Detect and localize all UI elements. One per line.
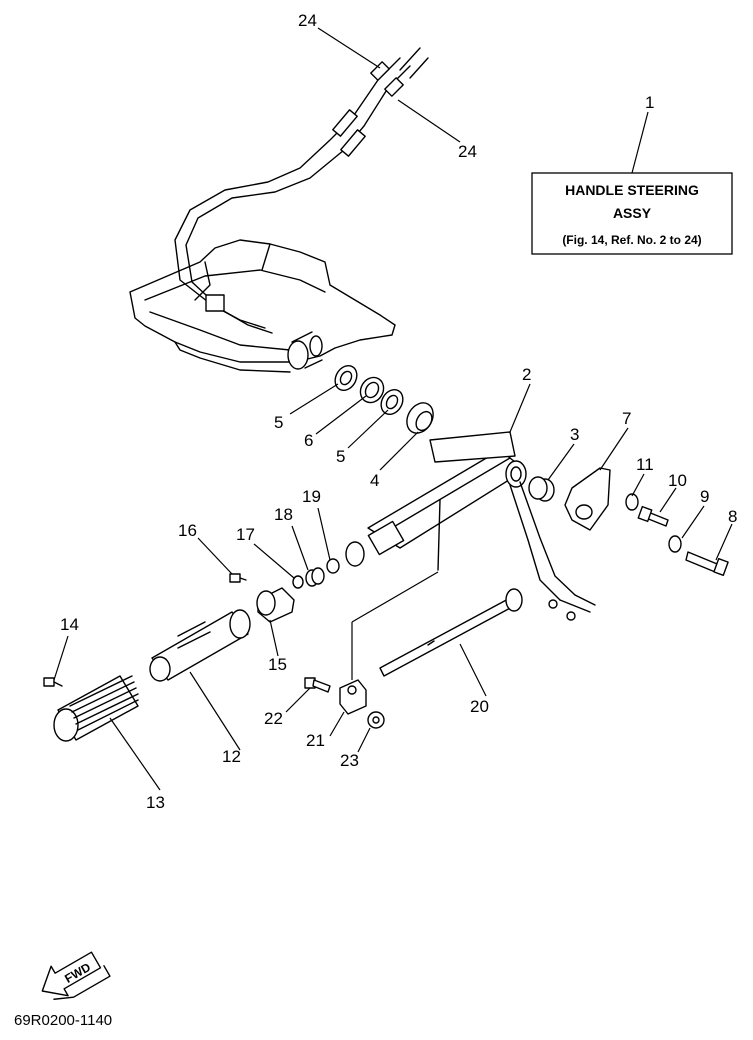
callout-24a: 24 [298, 11, 317, 30]
callout-17: 17 [236, 525, 255, 544]
callout-5b: 5 [336, 447, 345, 466]
callout-2: 2 [522, 365, 531, 384]
callout-10: 10 [668, 471, 687, 490]
washer-17 [292, 575, 304, 589]
callout-16: 16 [178, 521, 197, 540]
callout-23: 23 [340, 751, 359, 770]
callout-leaders [53, 27, 733, 791]
bushing-4 [406, 402, 434, 434]
assembly-line-handle-to-clamp [351, 571, 439, 623]
callout-20: 20 [470, 697, 489, 716]
friction-piece-15 [256, 587, 295, 623]
box-line-3: (Fig. 14, Ref. No. 2 to 24) [562, 233, 701, 247]
bushing-6 [359, 376, 385, 404]
clamp-21 [339, 679, 367, 715]
callout-1: 1 [645, 93, 654, 112]
washer-11 [625, 493, 639, 511]
callout-3: 3 [570, 425, 579, 444]
forward-arrow-icon: FWD [41, 951, 111, 1000]
handle-grip-13 [53, 675, 139, 742]
washer-9 [668, 535, 682, 553]
washer-5b [380, 388, 404, 416]
engine-bottom-cowling-outline [129, 239, 396, 373]
callout-15: 15 [268, 655, 287, 674]
callout-9: 9 [700, 487, 709, 506]
throttle-shaft-20 [379, 588, 523, 677]
callout-21: 21 [306, 731, 325, 750]
nut-23 [367, 711, 385, 729]
callout-14: 14 [60, 615, 79, 634]
throttle-cables [174, 47, 429, 334]
throttle-grip-12 [149, 609, 251, 682]
callout-24b: 24 [458, 142, 477, 161]
bolt-8 [685, 551, 729, 576]
diagram-code: 69R0200-1140 [14, 1012, 113, 1029]
washer-5a [334, 364, 358, 392]
throttle-rod-cables [509, 481, 596, 621]
bracket-7 [564, 467, 611, 531]
steering-bracket-boss [287, 331, 323, 370]
callout-12: 12 [222, 747, 241, 766]
callout-4: 4 [370, 471, 379, 490]
callout-5a: 5 [274, 413, 283, 432]
steering-handle-arm [345, 431, 527, 571]
callout-numbers: 24 24 2 3 4 5 5 6 7 8 9 10 11 12 13 14 1… [60, 11, 737, 812]
callout-19: 19 [302, 487, 321, 506]
callout-11: 11 [636, 455, 654, 474]
handle-steering-assy-box: HANDLE STEERING ASSY (Fig. 14, Ref. No. … [531, 93, 733, 255]
box-line-2: ASSY [613, 205, 652, 221]
spring-18 [305, 567, 325, 587]
callout-8: 8 [728, 507, 737, 526]
collar-19 [326, 558, 340, 574]
screw-16 [229, 573, 247, 583]
screw-14 [43, 677, 63, 687]
callout-6: 6 [304, 431, 313, 450]
collar-3 [528, 476, 555, 502]
callout-7: 7 [622, 409, 631, 428]
bolt-10 [637, 505, 669, 527]
box-line-1: HANDLE STEERING [565, 182, 699, 198]
callout-22: 22 [264, 709, 283, 728]
callout-13: 13 [146, 793, 165, 812]
callout-18: 18 [274, 505, 293, 524]
